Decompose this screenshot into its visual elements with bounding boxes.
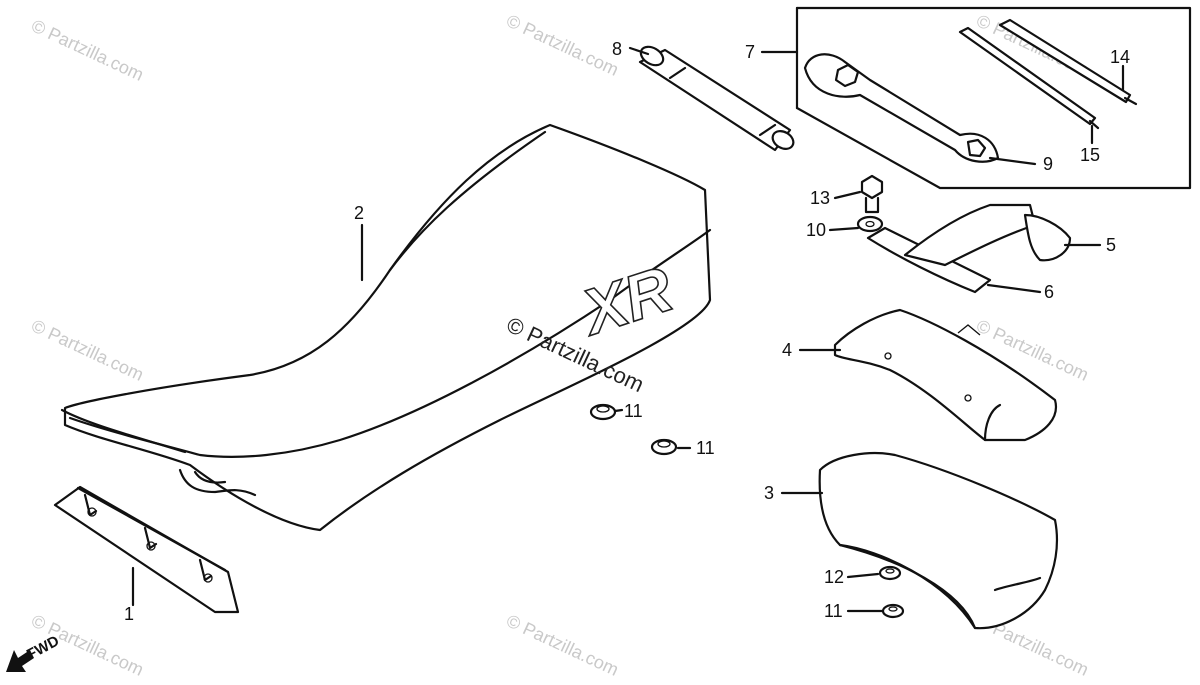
leader-lines	[131, 46, 1125, 613]
callout-13: 13	[810, 188, 830, 208]
callout-6: 6	[1044, 282, 1054, 302]
watermark: © Partzilla.com	[503, 10, 621, 79]
part-11-grommet	[650, 438, 678, 456]
callout-9: 9	[1043, 154, 1053, 174]
callout-3: 3	[764, 483, 774, 503]
part-14-screwdriver	[998, 18, 1138, 106]
part-4-rear-plate	[833, 308, 1058, 442]
callout-5: 5	[1106, 235, 1116, 255]
callout-4: 4	[782, 340, 792, 360]
part-10-washer	[856, 215, 884, 233]
callout-11: 11	[624, 401, 643, 421]
part-2-seat: XR	[60, 123, 712, 532]
watermark: © Partzilla.com	[503, 610, 621, 679]
callout-11: 11	[696, 438, 715, 458]
part-11-grommet	[881, 603, 905, 619]
callout-1: 1	[124, 604, 134, 624]
callout-10: 10	[806, 220, 826, 240]
callout-11: 11	[824, 601, 843, 621]
callout-14: 14	[1110, 47, 1130, 67]
part-5-strap	[903, 203, 1072, 267]
callout-2: 2	[354, 203, 364, 223]
fwd-indicator: FWD	[6, 632, 62, 672]
callout-15: 15	[1080, 145, 1100, 165]
fwd-label: FWD	[24, 632, 62, 663]
part-13-bolt	[860, 174, 884, 214]
fwd-arrow-icon	[6, 650, 34, 672]
watermark: © Partzilla.com	[28, 15, 146, 84]
part-11-grommet	[589, 403, 617, 421]
watermark: © Partzilla.com	[28, 315, 146, 384]
part-15-screwdriver	[958, 26, 1100, 130]
part-12-grommet	[878, 565, 902, 581]
part-7-tool-kit	[795, 6, 1192, 190]
callout-12: 12	[824, 567, 844, 587]
part-1-seat-bracket	[53, 485, 240, 614]
part-9-wrench	[803, 53, 1000, 163]
callouts: 1 2 3 4 5 6 7 8 9 10 11 11 11 12 13 14 1…	[124, 39, 1130, 624]
part-3-seat-base	[818, 452, 1059, 630]
callout-7: 7	[745, 42, 755, 62]
part-8-collar	[638, 45, 795, 152]
callout-8: 8	[612, 39, 622, 59]
